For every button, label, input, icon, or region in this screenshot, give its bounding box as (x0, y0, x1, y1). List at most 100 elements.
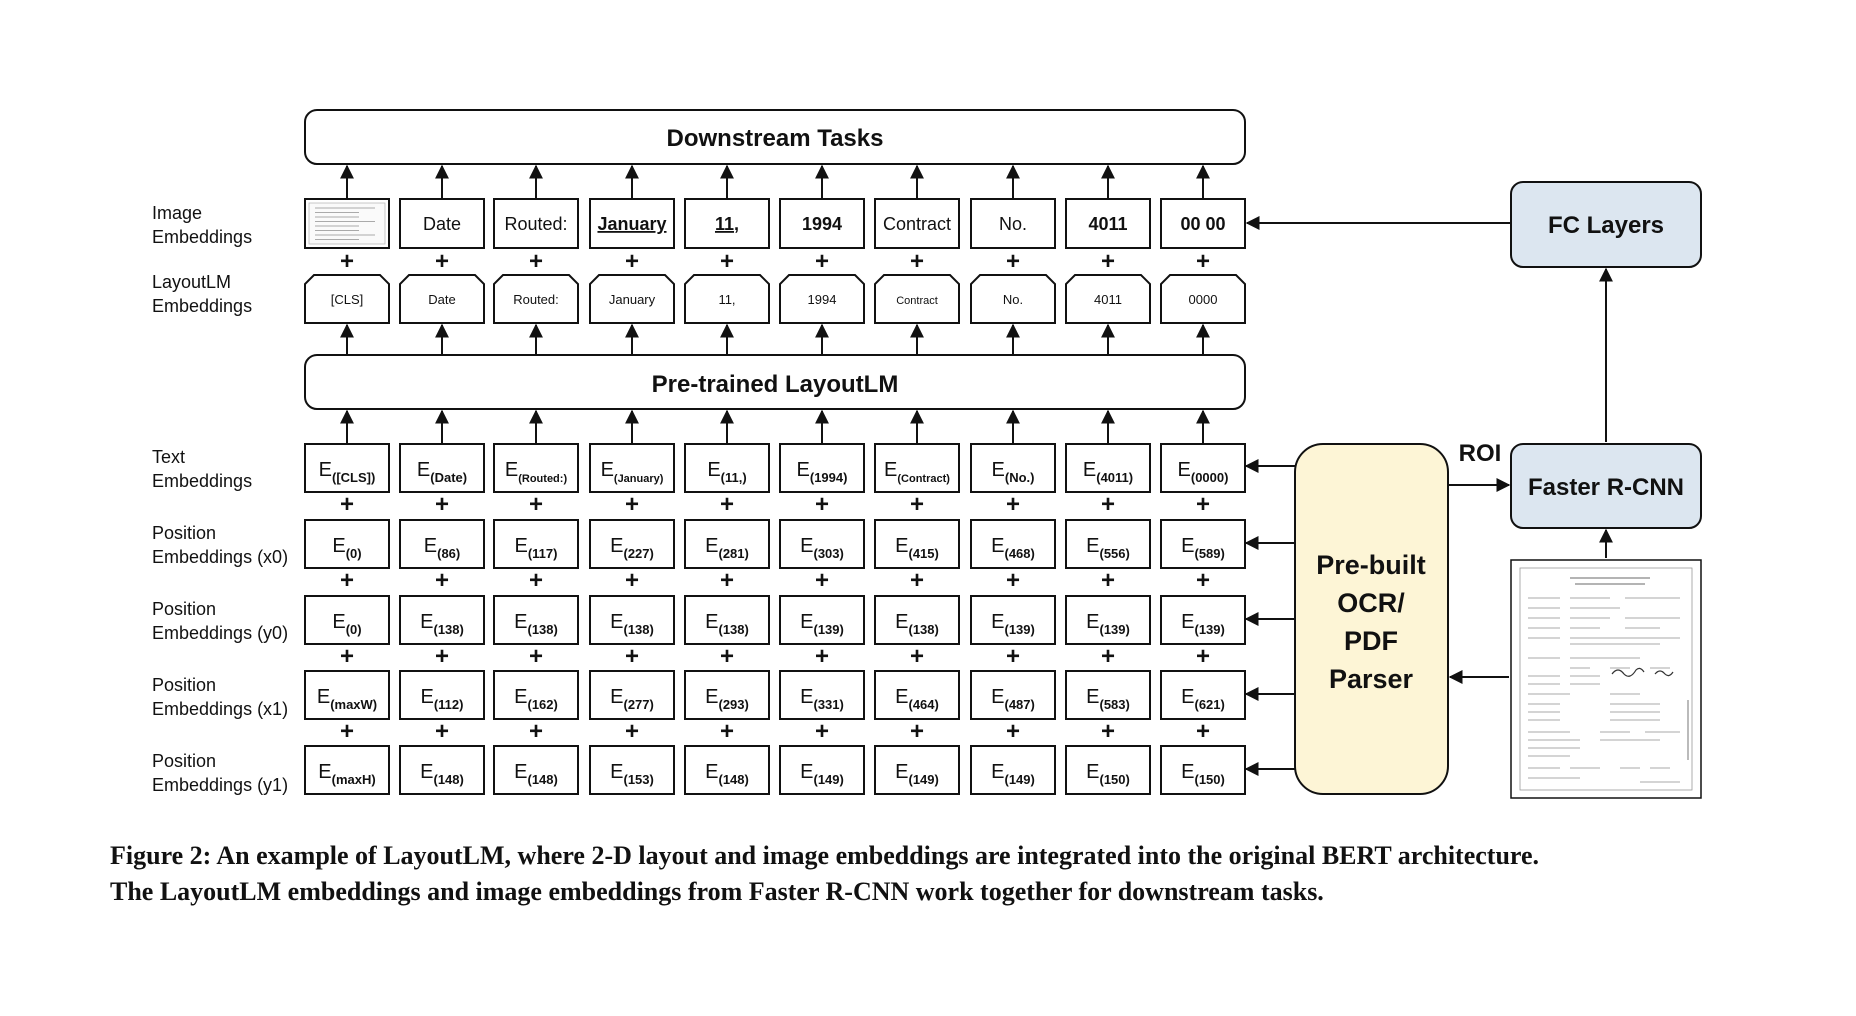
plus-x1-embedding-6: + (910, 718, 924, 745)
image-embedding-cell (684, 198, 770, 249)
document-thumbnail (308, 202, 386, 245)
plus-text-embedding-4: + (720, 491, 734, 518)
plus-text-embedding-7: + (1006, 491, 1020, 518)
parser-line-4: Parser (1329, 664, 1414, 694)
plus-y0-embedding-1: + (435, 643, 449, 670)
x1-embedding-cell (493, 670, 579, 720)
plus-image-layout-5: + (815, 248, 829, 275)
layoutlm-embedding-cell (493, 274, 579, 324)
pretrained-layoutlm-box (304, 354, 1246, 410)
downstream-tasks-box (304, 109, 1246, 165)
row-label-y1-1: Position (152, 751, 216, 771)
y0-embedding-cell (874, 595, 960, 645)
x0-embedding-cell (399, 519, 485, 569)
plus-x1-embedding-3: + (625, 718, 639, 745)
y1-embedding-cell (493, 745, 579, 795)
plus-x0-embedding-7: + (1006, 567, 1020, 594)
text-embedding-cell (399, 443, 485, 493)
plus-y0-embedding-7: + (1006, 643, 1020, 670)
plus-image-layout-0: + (340, 248, 354, 275)
y0-embedding-cell (970, 595, 1056, 645)
row-label-image-2: Embeddings (152, 227, 252, 247)
x1-embedding-cell (589, 670, 675, 720)
plus-y0-embedding-0: + (340, 643, 354, 670)
row-label-text-1: Text (152, 447, 185, 467)
x0-embedding-cell (779, 519, 865, 569)
plus-x0-embedding-9: + (1196, 567, 1210, 594)
row-label-x1-2: Embeddings (x1) (152, 699, 288, 719)
caption-line-1: Figure 2: An example of LayoutLM, where … (110, 841, 1540, 870)
roi-label: ROI (1459, 440, 1502, 467)
faster-rcnn-box (1510, 443, 1702, 529)
plus-image-layout-1: + (435, 248, 449, 275)
layoutlm-embedding-token: [CLS] (331, 292, 364, 307)
pretrained-layoutlm-title: Pre-trained LayoutLM (652, 371, 899, 398)
layoutlm-embedding-token: Contract (896, 295, 938, 307)
parser-to-embeddings-arrows (1244, 459, 1295, 776)
layoutlm-embedding-token: Date (428, 292, 455, 307)
faster-rcnn-title: Faster R-CNN (1528, 474, 1684, 501)
text-embedding-label: E(Date) (417, 459, 467, 485)
text-embedding-cell (1065, 443, 1151, 493)
y0-embedding-cell (1065, 595, 1151, 645)
plus-image-layout-3: + (625, 248, 639, 275)
plus-text-embedding-8: + (1101, 491, 1115, 518)
plus-x1-embedding-8: + (1101, 718, 1115, 745)
plus-text-embedding-2: + (529, 491, 543, 518)
layoutlm-embedding-cell (399, 274, 485, 324)
x1-embedding-label: E(162) (514, 686, 558, 712)
plus-text-embedding-3: + (625, 491, 639, 518)
y0-embedding-cell (304, 595, 390, 645)
x0-embedding-cell (589, 519, 675, 569)
plus-x0-embedding-3: + (625, 567, 639, 594)
x0-embedding-cell (1065, 519, 1151, 569)
plus-x0-embedding-5: + (815, 567, 829, 594)
text-embedding-cell (874, 443, 960, 493)
x1-embedding-cell (684, 670, 770, 720)
image-embedding-token: No. (999, 214, 1027, 234)
layoutlm-embedding-token: 1994 (808, 292, 837, 307)
text-embedding-cell (1160, 443, 1246, 493)
plus-y0-embedding-6: + (910, 643, 924, 670)
text-embedding-cell (304, 443, 390, 493)
layoutlm-embedding-token: 11, (718, 292, 735, 307)
parser-line-3: PDF (1344, 626, 1398, 656)
image-embedding-token: Contract (883, 214, 951, 234)
plus-y0-embedding-8: + (1101, 643, 1115, 670)
plus-x0-embedding-1: + (435, 567, 449, 594)
plus-x0-embedding-6: + (910, 567, 924, 594)
row-label-y1-2: Embeddings (y1) (152, 775, 288, 795)
plus-text-embedding-0: + (340, 491, 354, 518)
token-columns: +[CLS]E([CLS])+E(0)+E(0)+E(maxW)+E(maxH)… (304, 164, 1246, 795)
x0-embedding-cell (1160, 519, 1246, 569)
layoutlm-embedding-cell (1065, 274, 1151, 324)
plus-y0-embedding-3: + (625, 643, 639, 670)
layoutlm-embedding-cell (1160, 274, 1246, 324)
layoutlm-embedding-token: January (609, 292, 656, 307)
layoutlm-embedding-token: 0000 (1189, 292, 1218, 307)
row-label-layoutlm-2: Embeddings (152, 296, 252, 316)
plus-text-embedding-1: + (435, 491, 449, 518)
plus-x1-embedding-0: + (340, 718, 354, 745)
image-embedding-cell (874, 198, 960, 249)
downstream-tasks-title: Downstream Tasks (667, 125, 884, 152)
plus-y0-embedding-4: + (720, 643, 734, 670)
plus-text-embedding-5: + (815, 491, 829, 518)
plus-x0-embedding-2: + (529, 567, 543, 594)
row-label-layoutlm-1: LayoutLM (152, 272, 231, 292)
image-embedding-cell (399, 198, 485, 249)
plus-x1-embedding-4: + (720, 718, 734, 745)
plus-x1-embedding-9: + (1196, 718, 1210, 745)
ocr-pdf-parser-box (1294, 443, 1449, 795)
y1-embedding-cell (399, 745, 485, 795)
image-embedding-token: 00 00 (1180, 214, 1225, 234)
plus-y0-embedding-5: + (815, 643, 829, 670)
x0-embedding-cell (493, 519, 579, 569)
plus-image-layout-4: + (720, 248, 734, 275)
y0-embedding-cell (684, 595, 770, 645)
image-embedding-cell (779, 198, 865, 249)
x1-embedding-cell (1160, 670, 1246, 720)
figure-caption: Figure 2: An example of LayoutLM, where … (110, 838, 1810, 910)
layoutlm-embedding-token: No. (1003, 292, 1023, 307)
y1-embedding-cell (874, 745, 960, 795)
